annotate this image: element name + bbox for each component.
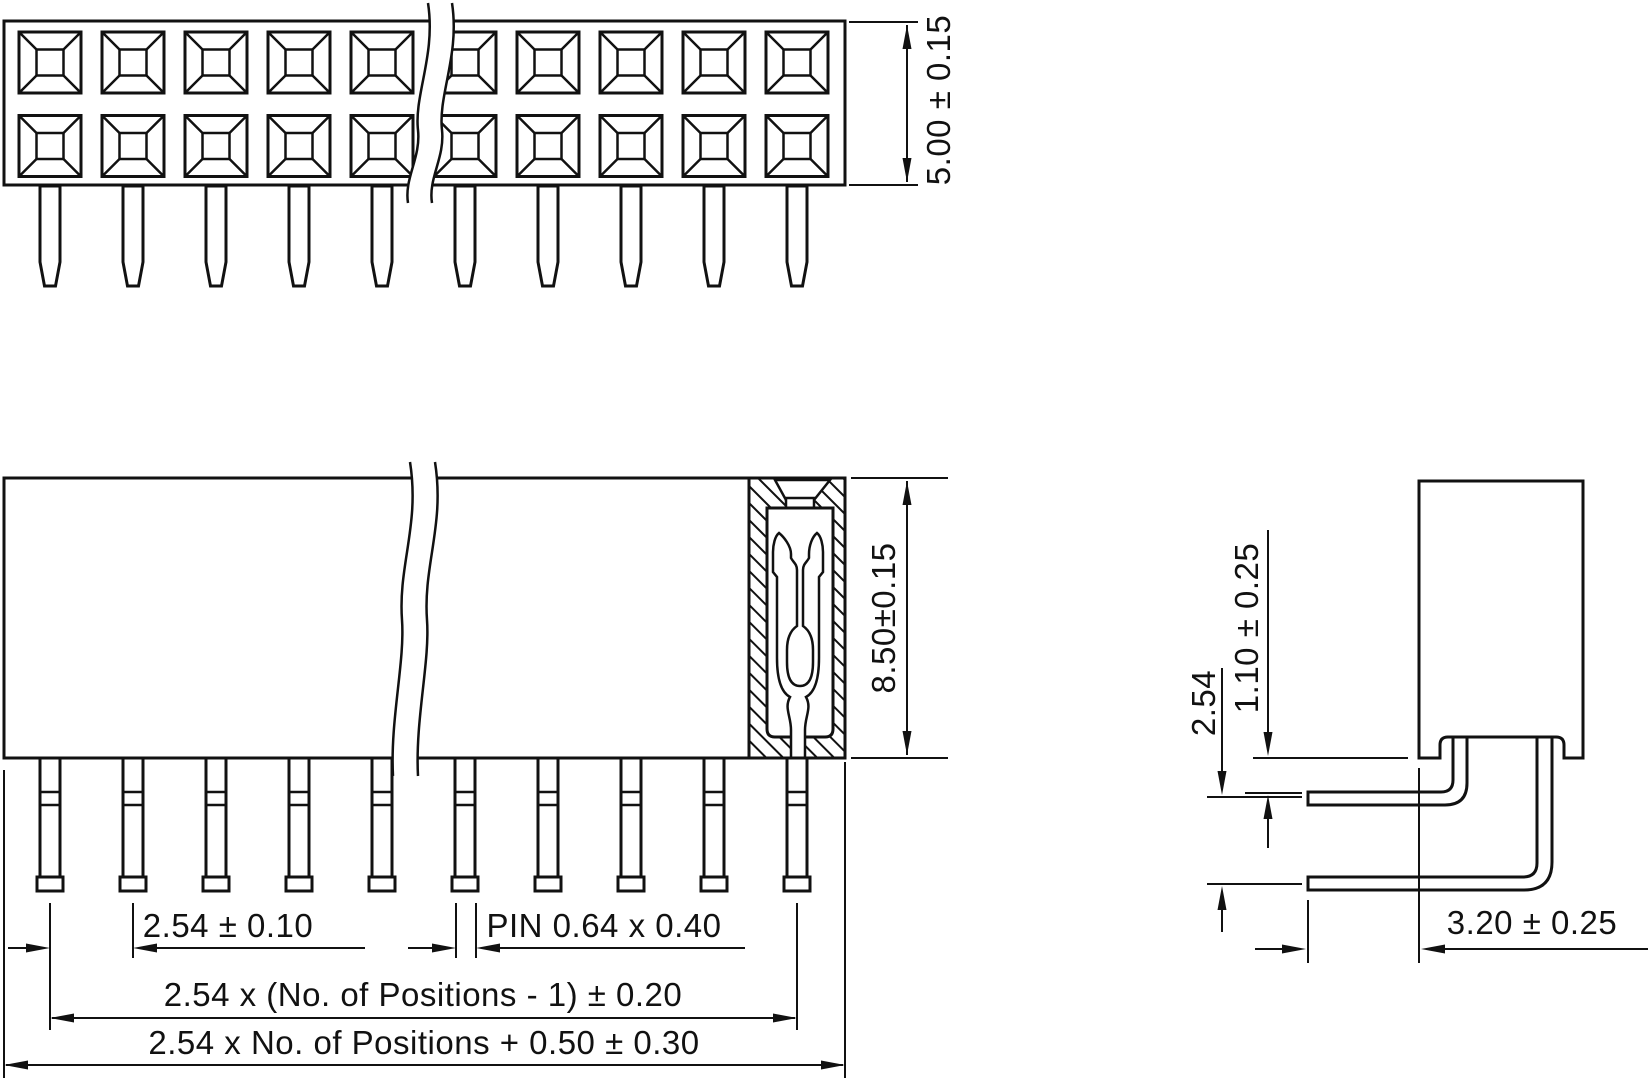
contact-fork [771,531,825,760]
dim-label-top-view-height: 5.00 ± 0.15 [920,14,957,186]
break-symbol-front-view [391,461,439,777]
dim-label-pin-pitch: 2.54 ± 0.10 [142,907,314,944]
dimensions [3,21,1648,1078]
dim-positions-span [50,903,798,1030]
dim-label-front-view-height: 8.50±0.15 [865,542,902,694]
section-cutaway [747,476,847,760]
front-view [2,461,847,893]
top-view [2,2,847,288]
dim-label-pin-offset: 1.10 ± 0.25 [1228,542,1265,714]
dim-label-positions-span: 2.54 x (No. of Positions - 1) ± 0.20 [163,976,683,1013]
dim-label-overall-length: 2.54 x No. of Positions + 0.50 ± 0.30 [148,1024,700,1061]
dim-pin-size [408,903,745,958]
dim-label-row-pitch: 2.54 [1185,669,1222,737]
dim-pin-offset [1245,530,1408,848]
side-view [1306,479,1585,892]
dim-overall-length [3,762,846,1078]
dim-row-pitch [1207,668,1302,932]
dim-label-pin-size: PIN 0.64 x 0.40 [486,907,722,944]
side-view-lower-pin [1306,735,1554,892]
dim-label-pin-protrusion: 3.20 ± 0.25 [1446,904,1618,941]
break-symbol-top-view [406,2,456,204]
side-view-body [1417,479,1585,760]
side-view-upper-pin [1306,735,1469,807]
dim-front-view-height [851,477,948,759]
dim-pin-protrusion [1255,768,1648,963]
dim-pin-pitch [8,903,365,1030]
dim-top-view-height [849,21,918,186]
